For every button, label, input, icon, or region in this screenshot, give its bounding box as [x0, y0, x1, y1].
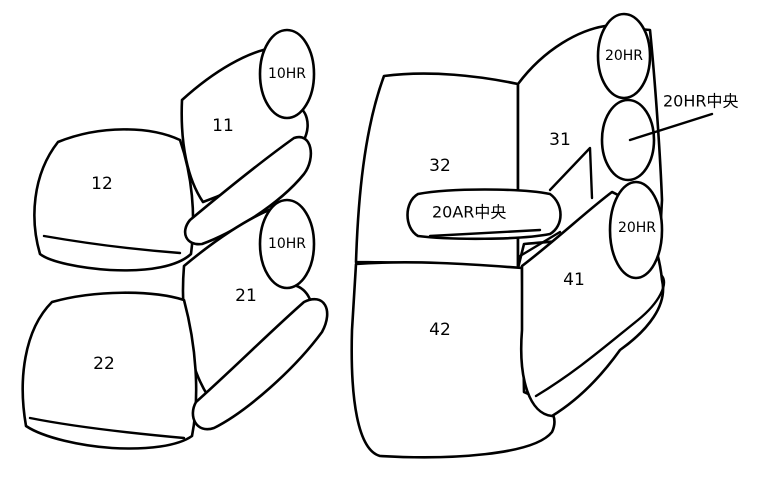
headrest-20hr-upper	[596, 12, 652, 100]
headrest-20hr-center	[600, 98, 656, 182]
label-10hr-upper: 10HR	[268, 66, 306, 82]
label-20hr-upper: 20HR	[605, 48, 643, 64]
label-21: 21	[235, 286, 257, 306]
label-20hr-lower: 20HR	[618, 220, 656, 236]
seat-part-21-bolster	[191, 297, 329, 431]
label-12: 12	[91, 174, 113, 194]
seat-part-22	[21, 291, 198, 450]
label-20ar-center: 20AR中央	[432, 203, 506, 222]
headrest-20hr-lower	[608, 180, 664, 280]
headrest-10hr-lower	[258, 198, 316, 290]
callout-line-20hr-center	[628, 112, 714, 142]
label-10hr-lower: 10HR	[268, 236, 306, 252]
label-20hr-center-callout: 20HR中央	[663, 92, 739, 111]
armrest-20ar-center	[406, 188, 562, 241]
label-42: 42	[429, 320, 451, 340]
seat-part-42	[350, 261, 556, 459]
headrest-10hr-upper	[258, 28, 316, 120]
seat-part-11-bolster	[183, 135, 313, 246]
label-32: 32	[429, 156, 451, 176]
label-11: 11	[212, 116, 234, 136]
seat-part-12	[33, 128, 195, 272]
label-31: 31	[549, 130, 571, 150]
label-22: 22	[93, 354, 115, 374]
label-41: 41	[563, 270, 585, 290]
